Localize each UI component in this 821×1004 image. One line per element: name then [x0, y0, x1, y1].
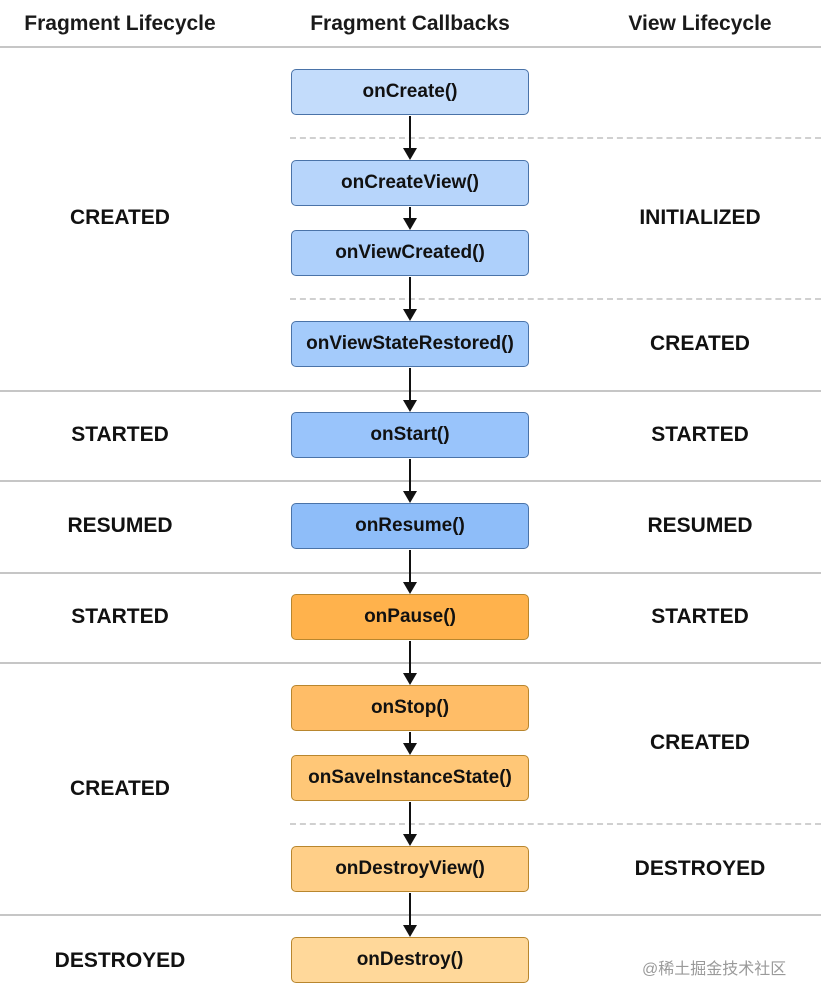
view-state-destroyed: DESTROYED	[634, 857, 766, 880]
flow-arrow	[402, 116, 418, 160]
view-state-created: CREATED	[650, 332, 750, 355]
flow-arrow	[402, 641, 418, 685]
callback-on-destroy-view: onDestroyView()	[291, 846, 529, 892]
flow-arrow	[402, 732, 418, 755]
view-divider	[290, 823, 821, 825]
flow-arrow	[402, 550, 418, 594]
fragment-state-resumed: RESUMED	[67, 514, 173, 537]
fragment-state-destroyed: DESTROYED	[54, 949, 186, 972]
header-fragment-callbacks: Fragment Callbacks	[310, 12, 510, 35]
callback-on-create: onCreate()	[291, 69, 529, 115]
view-state-started: STARTED	[651, 423, 749, 446]
view-state-initialized: INITIALIZED	[639, 206, 761, 229]
fragment-state-started: STARTED	[71, 423, 169, 446]
view-state-started: STARTED	[651, 605, 749, 628]
callback-on-view-created: onViewCreated()	[291, 230, 529, 276]
flow-arrow	[402, 802, 418, 846]
callback-on-pause: onPause()	[291, 594, 529, 640]
callback-on-view-state-restored: onViewStateRestored()	[291, 321, 529, 367]
view-divider	[290, 298, 821, 300]
callback-on-create-view: onCreateView()	[291, 160, 529, 206]
header-divider	[0, 46, 821, 48]
callback-on-save-instance-state: onSaveInstanceState()	[291, 755, 529, 801]
view-state-created: CREATED	[650, 731, 750, 754]
flow-arrow	[402, 207, 418, 230]
callback-on-start: onStart()	[291, 412, 529, 458]
fragment-state-started: STARTED	[71, 605, 169, 628]
flow-arrow	[402, 893, 418, 937]
fragment-state-created: CREATED	[70, 206, 170, 229]
header-view-lifecycle: View Lifecycle	[628, 12, 772, 35]
callback-on-destroy: onDestroy()	[291, 937, 529, 983]
flow-arrow	[402, 459, 418, 503]
callback-on-stop: onStop()	[291, 685, 529, 731]
header-fragment-lifecycle: Fragment Lifecycle	[24, 12, 216, 35]
view-divider	[290, 137, 821, 139]
callback-on-resume: onResume()	[291, 503, 529, 549]
view-state-resumed: RESUMED	[647, 514, 753, 537]
flow-arrow	[402, 368, 418, 412]
flow-arrow	[402, 277, 418, 321]
watermark: @稀土掘金技术社区	[642, 961, 787, 978]
fragment-state-created: CREATED	[70, 777, 170, 800]
